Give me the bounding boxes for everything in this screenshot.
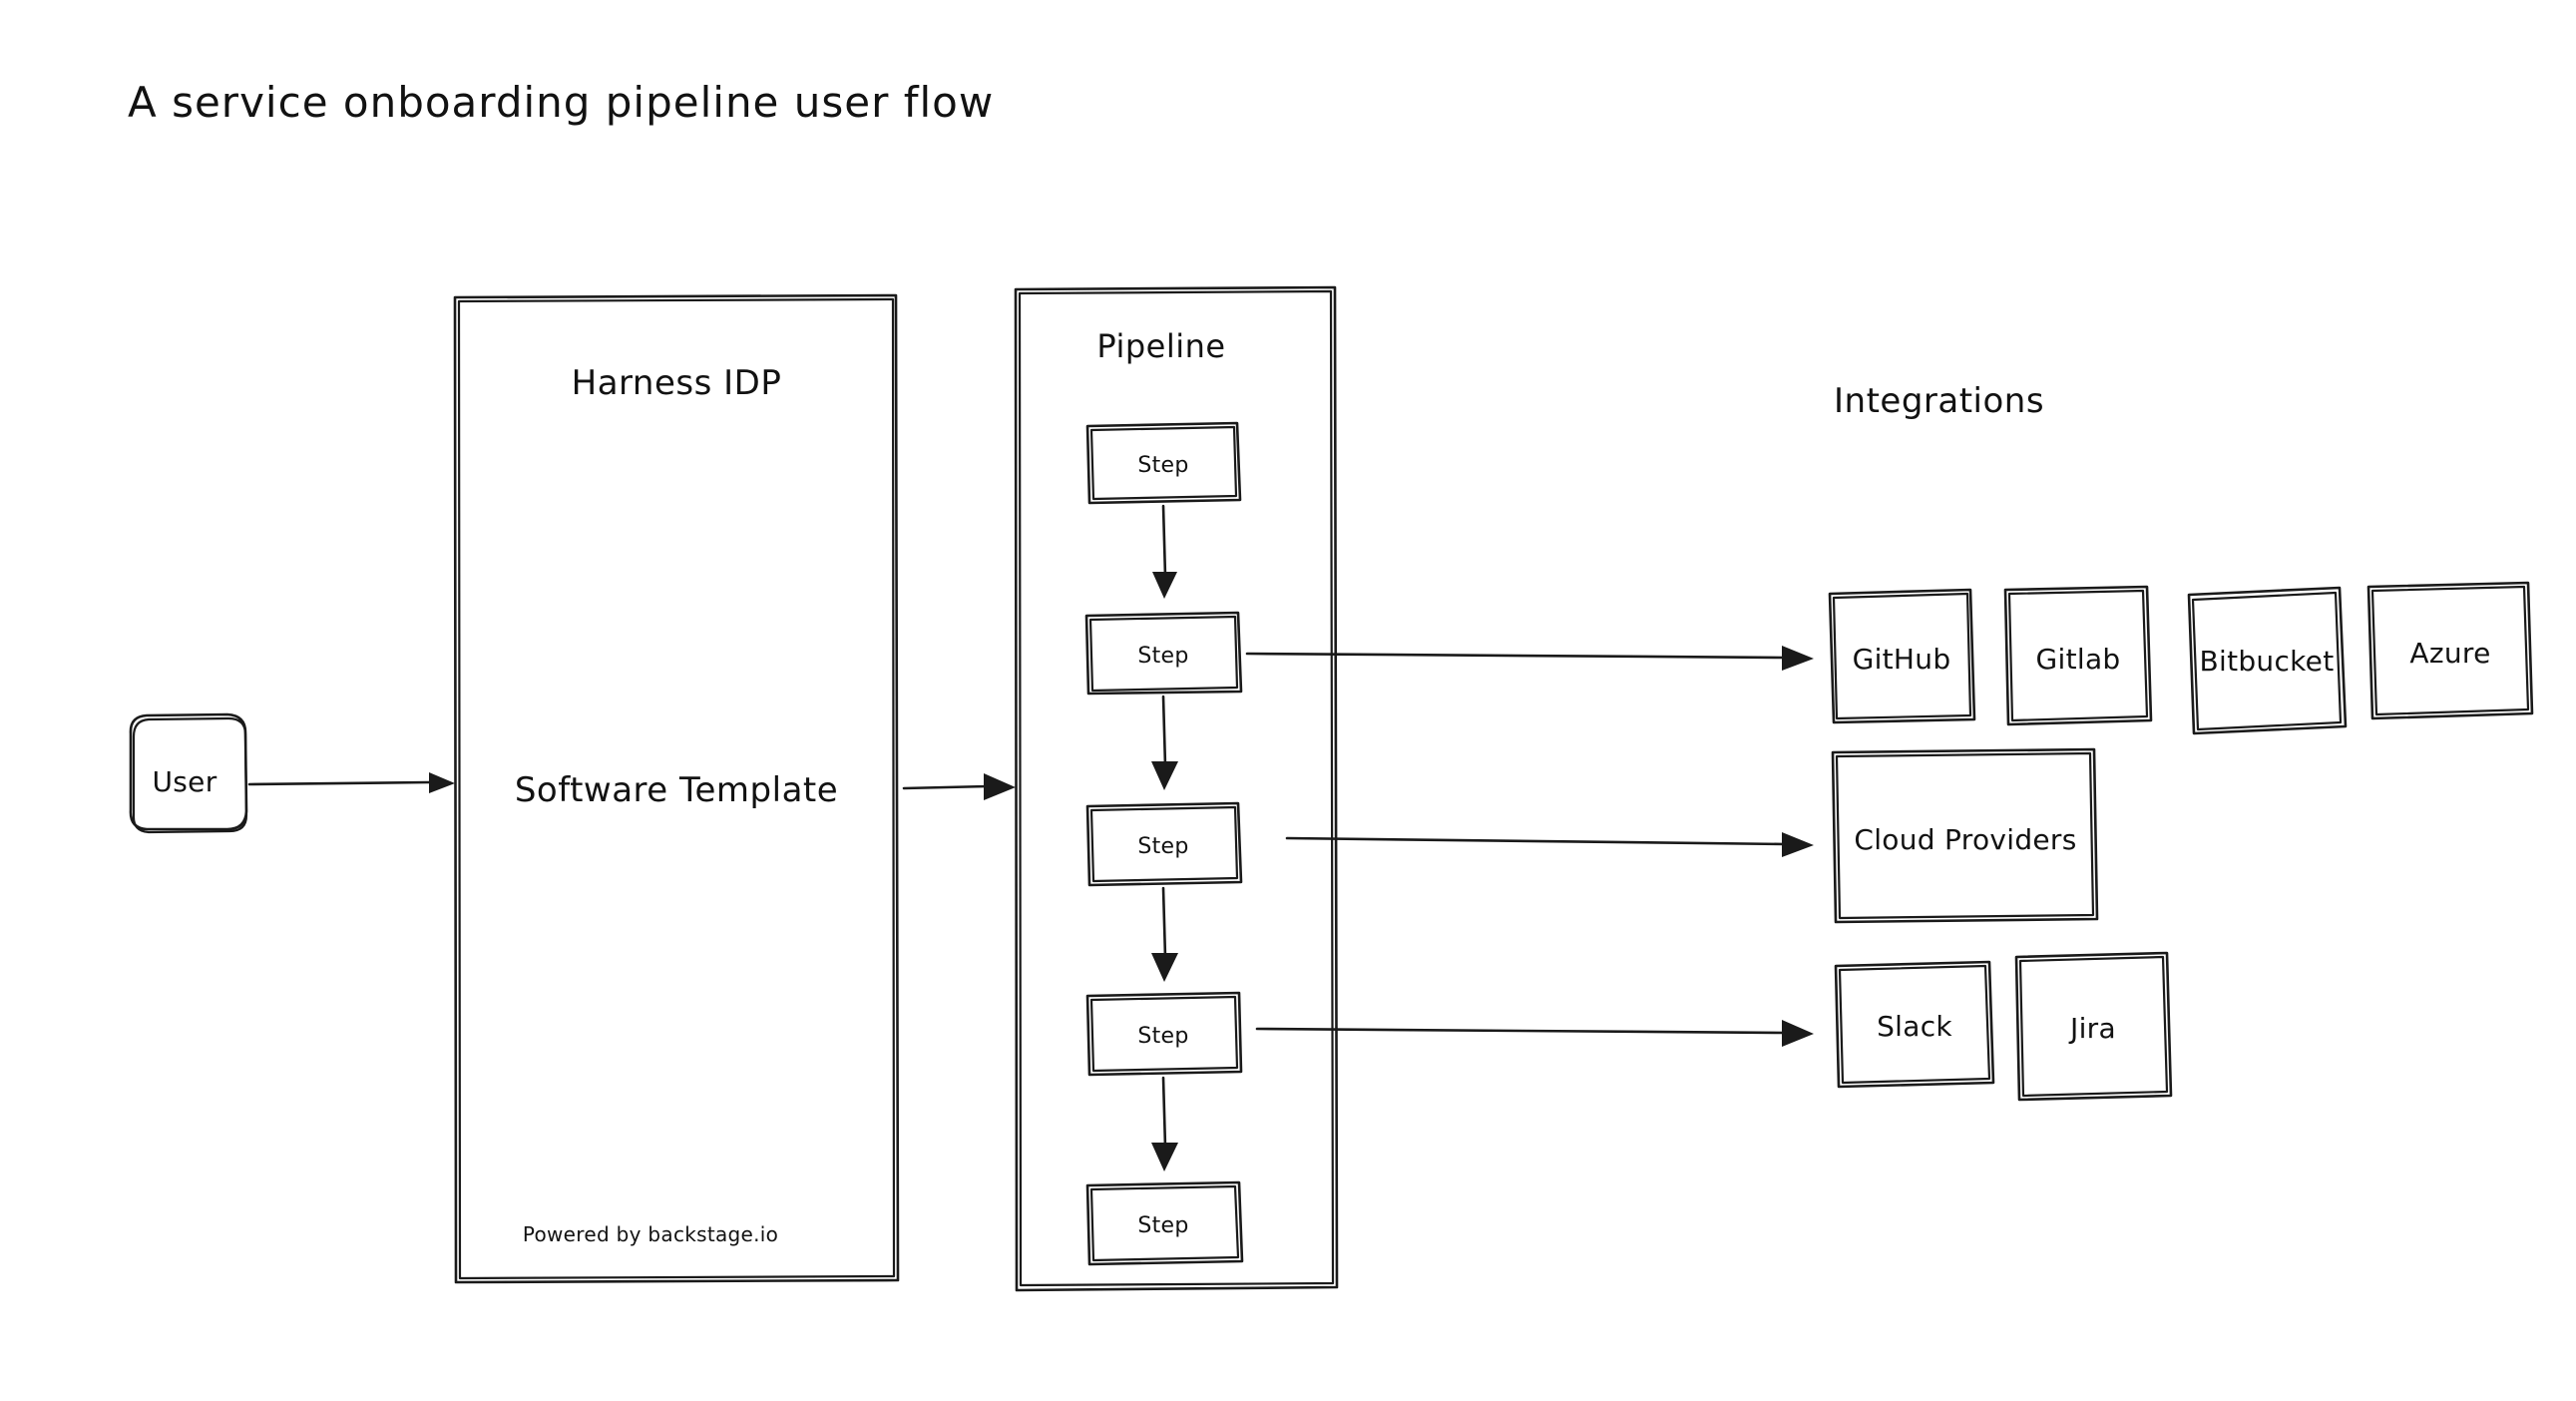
step-1-outline xyxy=(1085,421,1242,505)
slack-label: Slack xyxy=(1877,1010,1952,1043)
node-integration-azure[interactable]: Azure xyxy=(2366,581,2534,720)
step-3-outline-2 xyxy=(1089,805,1239,883)
node-pipeline-step-1[interactable]: Step xyxy=(1085,421,1242,505)
edge-step1-to-step2 xyxy=(1152,504,1177,599)
node-integration-bitbucket[interactable]: Bitbucket xyxy=(2187,586,2348,735)
jira-box-outline-2 xyxy=(2018,955,2169,1098)
gitlab-box-outline-2 xyxy=(2007,589,2149,722)
github-box-outline xyxy=(1828,588,1976,724)
gitlab-box-outline xyxy=(2003,585,2153,726)
gitlab-label: Gitlab xyxy=(2036,643,2121,676)
software-template-label: Software Template xyxy=(515,770,838,810)
user-label: User xyxy=(152,765,216,798)
github-box-outline-2 xyxy=(1832,592,1972,720)
integrations-label: Integrations xyxy=(1834,381,2044,421)
container-pipeline[interactable]: Pipeline Step Step Step xyxy=(1014,285,1339,1292)
node-pipeline-step-2[interactable]: Step xyxy=(1084,611,1243,696)
pipeline-outline-2 xyxy=(1018,289,1335,1287)
step-5-label: Step xyxy=(1137,1213,1188,1238)
edge-user-to-harness xyxy=(247,772,455,793)
step-1-outline-2 xyxy=(1089,425,1238,501)
slack-box-outline xyxy=(1834,960,1995,1089)
step-3-label: Step xyxy=(1137,834,1188,859)
page-title: A service onboarding pipeline user flow xyxy=(128,78,994,127)
node-pipeline-step-4[interactable]: Step xyxy=(1085,991,1243,1077)
jira-label: Jira xyxy=(2068,1012,2116,1045)
edge-step3-to-cloud xyxy=(1285,832,1814,857)
slack-box-outline-2 xyxy=(1838,964,1991,1085)
user-box-outline-2 xyxy=(132,716,248,834)
pipeline-outline xyxy=(1014,285,1339,1292)
step-5-outline xyxy=(1085,1180,1244,1266)
bitbucket-box-outline-2 xyxy=(2191,591,2343,731)
step-5-outline-2 xyxy=(1089,1184,1240,1262)
step-3-outline xyxy=(1085,801,1243,887)
node-pipeline-step-5[interactable]: Step xyxy=(1085,1180,1244,1266)
bitbucket-label: Bitbucket xyxy=(2199,645,2334,678)
step-4-outline xyxy=(1085,991,1243,1077)
edge-step3-to-step4 xyxy=(1151,886,1178,982)
step-2-outline xyxy=(1084,611,1243,696)
step-2-label: Step xyxy=(1137,644,1188,669)
cloud-providers-label: Cloud Providers xyxy=(1854,823,2076,856)
node-integration-jira[interactable]: Jira xyxy=(2014,951,2173,1102)
edge-step2-to-step3 xyxy=(1151,695,1178,790)
node-integration-github[interactable]: GitHub xyxy=(1828,588,1976,724)
node-integration-slack[interactable]: Slack xyxy=(1834,960,1995,1089)
backstage-footer-label: Powered by backstage.io xyxy=(523,1222,778,1246)
step-4-outline-2 xyxy=(1089,995,1239,1073)
step-1-label: Step xyxy=(1137,453,1188,478)
harness-idp-label: Harness IDP xyxy=(572,363,782,403)
harness-idp-outline-2 xyxy=(457,297,896,1280)
bitbucket-box-outline xyxy=(2187,586,2348,735)
github-label: GitHub xyxy=(1853,643,1951,676)
pipeline-label: Pipeline xyxy=(1096,327,1225,365)
node-integration-gitlab[interactable]: Gitlab xyxy=(2003,585,2153,726)
step-4-label: Step xyxy=(1137,1024,1188,1049)
edge-harness-to-pipeline xyxy=(902,773,1016,800)
edge-step4-to-step5 xyxy=(1151,1076,1178,1171)
harness-idp-outline xyxy=(453,293,900,1284)
azure-label: Azure xyxy=(2409,637,2490,670)
node-integration-cloud-providers[interactable]: Cloud Providers xyxy=(1831,747,2099,924)
cloud-providers-box-outline-2 xyxy=(1835,751,2095,920)
step-2-outline-2 xyxy=(1088,615,1239,693)
cloud-providers-box-outline xyxy=(1831,747,2099,924)
container-harness-idp[interactable]: Harness IDP Software Template Powered by… xyxy=(453,293,900,1284)
jira-box-outline xyxy=(2014,951,2173,1102)
azure-box-outline-2 xyxy=(2370,585,2530,716)
edge-step2-to-github xyxy=(1245,646,1814,671)
node-user[interactable]: User xyxy=(129,712,248,834)
azure-box-outline xyxy=(2366,581,2534,720)
edge-step4-to-slack xyxy=(1255,1020,1814,1047)
node-pipeline-step-3[interactable]: Step xyxy=(1085,801,1243,887)
